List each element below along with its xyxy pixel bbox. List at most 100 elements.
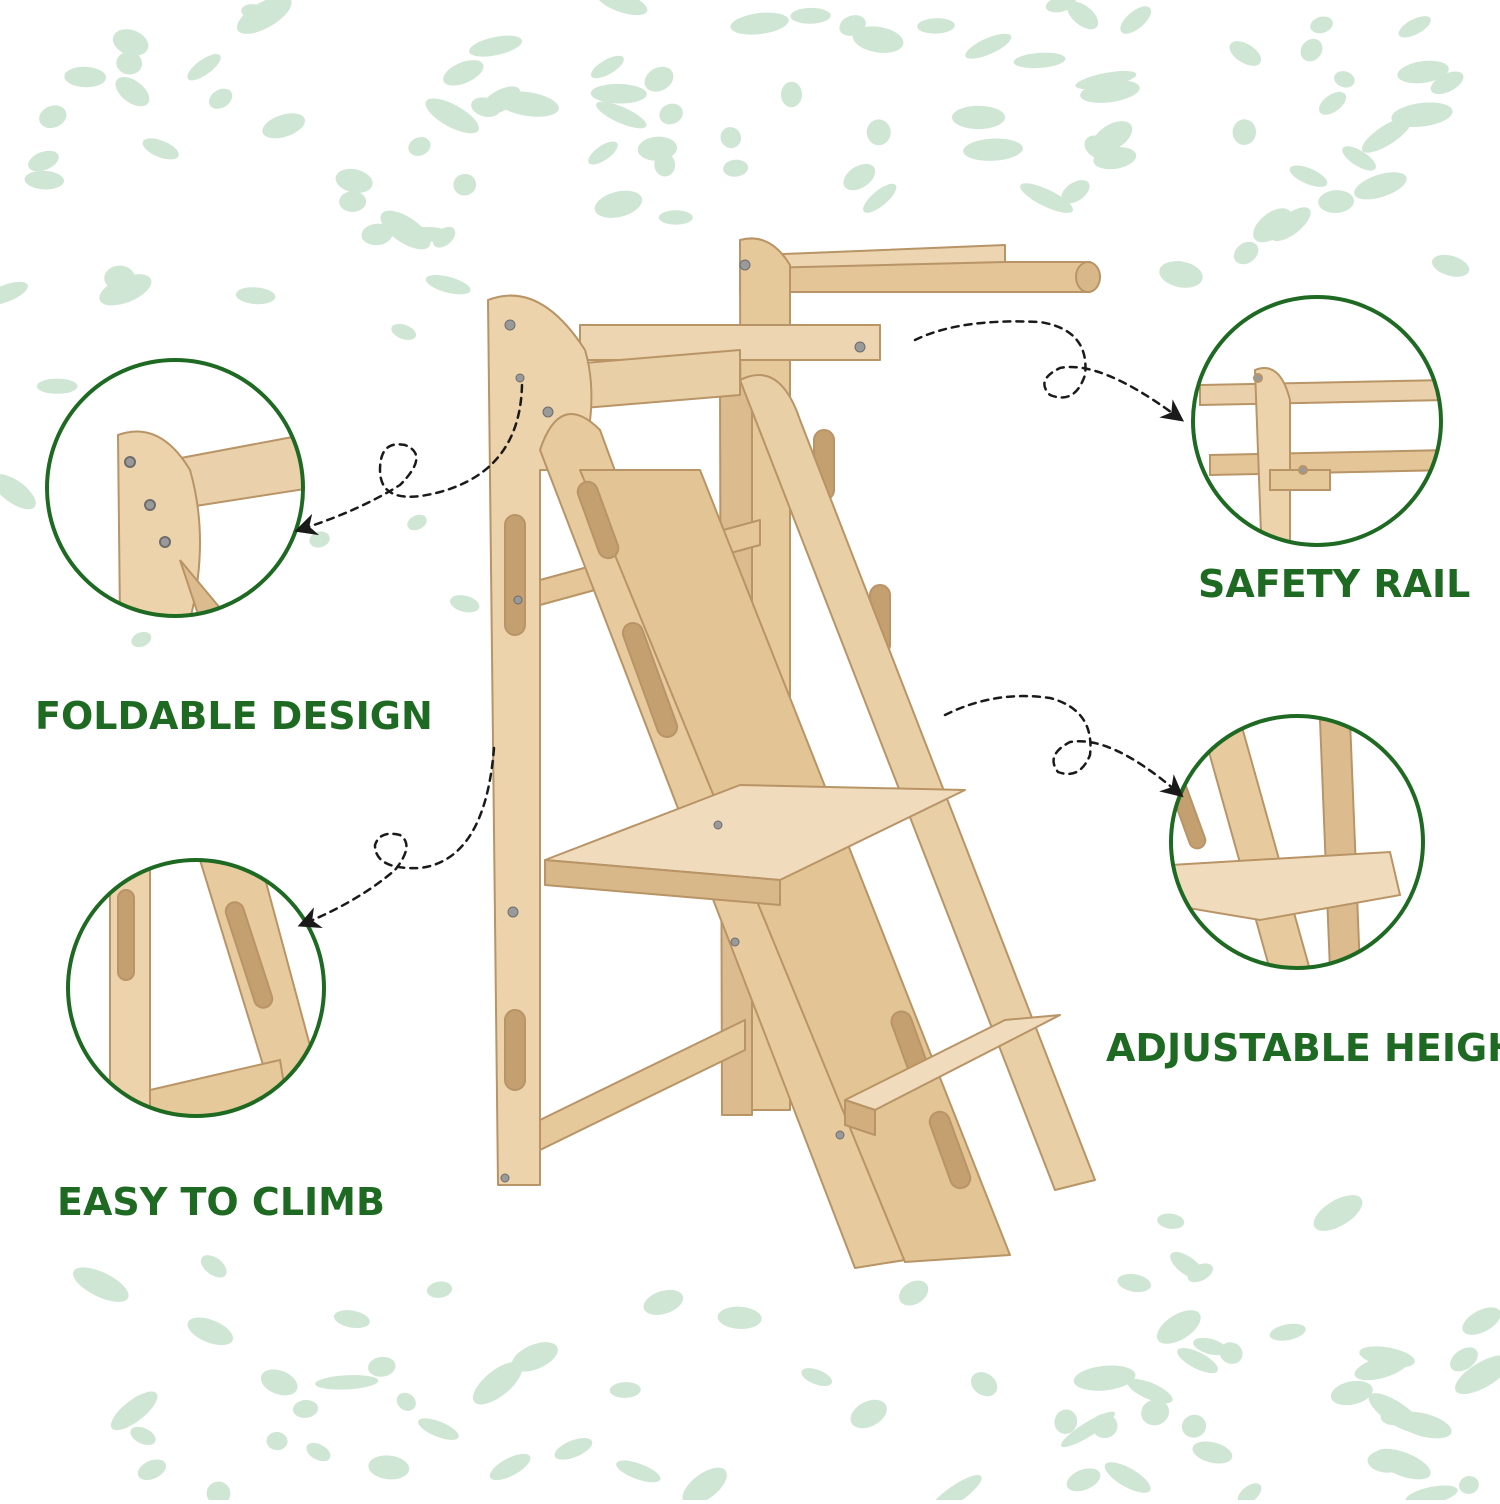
decorative-dot <box>1127 1378 1173 1404</box>
decorative-dot <box>407 514 427 531</box>
decorative-dot <box>1310 16 1333 34</box>
decorative-dot <box>1374 1448 1431 1480</box>
detail-circle-adjust <box>1169 714 1425 970</box>
decorative-dot <box>24 170 64 190</box>
decorative-dot <box>928 1475 982 1504</box>
decorative-dot <box>1170 1252 1205 1280</box>
detail-circle-safety <box>1191 295 1443 547</box>
decorative-dot <box>1104 1462 1151 1493</box>
decorative-dot <box>965 33 1012 59</box>
decorative-dot <box>917 18 955 34</box>
decorative-dot <box>1045 0 1076 13</box>
decorative-dot <box>790 7 831 24</box>
decorative-dot <box>1120 6 1152 34</box>
feature-label-foldable-design: FOLDABLE DESIGN <box>35 694 433 738</box>
decorative-dot <box>99 274 152 306</box>
decorative-dot <box>0 474 36 510</box>
detail-circle-climb <box>66 858 326 1118</box>
decorative-dot <box>335 168 373 193</box>
decorative-dot <box>1432 254 1470 277</box>
decorative-dot <box>453 173 477 196</box>
decorative-dot <box>952 105 1005 130</box>
feature-label-safety-rail: SAFETY RAIL <box>1198 562 1471 606</box>
decorative-dot <box>866 119 891 146</box>
decorative-dot <box>596 101 647 129</box>
decorative-dot <box>963 138 1023 161</box>
decorative-dot <box>425 98 479 134</box>
connector-arrows <box>294 320 1185 928</box>
decorative-dot <box>1330 1380 1373 1406</box>
decorative-dot <box>426 1281 453 1298</box>
decorative-dot <box>1193 1337 1228 1356</box>
decorative-dot <box>187 1317 234 1346</box>
decorative-dot <box>1219 1342 1243 1364</box>
decorative-dot <box>115 76 150 107</box>
decorative-dot <box>730 12 789 35</box>
decorative-dot <box>970 1372 998 1397</box>
decorative-dot <box>594 190 643 218</box>
decorative-dot <box>391 323 417 340</box>
decorative-dot <box>1061 180 1090 204</box>
decorative-dot <box>780 81 803 108</box>
decorative-dot <box>1318 190 1354 214</box>
decorative-dot <box>1405 1485 1458 1504</box>
decorative-dot <box>0 281 28 306</box>
decorative-dot <box>682 1467 727 1504</box>
decorative-dot <box>801 1368 833 1387</box>
decorative-dot <box>64 66 107 88</box>
detail-circle-foldable <box>45 358 305 618</box>
decorative-dot <box>417 1418 459 1440</box>
decorative-dot <box>609 1382 641 1398</box>
decorative-dot <box>1253 208 1292 243</box>
decorative-dot <box>590 83 647 104</box>
decorative-dot <box>1091 1413 1118 1438</box>
decorative-dot <box>496 91 559 117</box>
decorative-dot <box>443 60 484 86</box>
feature-label-adjustable-height: ADJUSTABLE HEIGHT <box>1106 1026 1500 1070</box>
decorative-dot <box>658 210 693 225</box>
decorative-dot <box>1093 147 1137 170</box>
decorative-dot <box>863 183 897 213</box>
decorative-dot <box>588 141 618 165</box>
decorative-dot <box>241 4 265 19</box>
decorative-dot <box>1080 80 1140 103</box>
decorative-dot <box>659 103 683 125</box>
decorative-dot <box>339 191 367 213</box>
decorative-dot <box>1361 117 1412 153</box>
arrow-to-climb <box>297 746 496 928</box>
decorative-dot <box>1459 1476 1479 1494</box>
decorative-dot <box>73 1267 129 1302</box>
decorative-dot <box>1313 1195 1363 1231</box>
decorative-dot <box>1455 1355 1500 1395</box>
decorative-dot <box>137 1459 167 1480</box>
decorative-dot <box>130 1426 156 1445</box>
decorative-dot <box>260 1369 298 1396</box>
decorative-dot <box>142 138 179 160</box>
decorative-dot <box>380 210 431 250</box>
decorative-dot <box>898 1280 929 1306</box>
decorative-dot <box>1397 60 1449 84</box>
feature-label-easy-to-climb: EASY TO CLIMB <box>57 1180 385 1224</box>
decorative-dot <box>1075 70 1137 90</box>
decorative-dot <box>654 153 676 177</box>
decorative-dot <box>1342 146 1376 171</box>
decorative-dot <box>236 0 292 34</box>
decorative-dot <box>333 1310 370 1329</box>
decorative-dot <box>1066 1468 1101 1492</box>
decorative-dot <box>266 1431 288 1451</box>
decorative-dot <box>408 137 431 156</box>
decorative-dot <box>309 531 330 548</box>
decorative-dot <box>554 1437 593 1460</box>
decorative-dot <box>596 0 648 16</box>
decorative-dot <box>720 127 742 149</box>
decorative-dot <box>116 51 143 75</box>
decorative-dot <box>262 113 305 139</box>
decorative-dot <box>425 275 471 295</box>
decorative-dot <box>717 1306 762 1329</box>
decorative-dot <box>1067 1 1099 30</box>
decorative-dot <box>39 105 67 129</box>
decorative-dot <box>1300 38 1323 62</box>
decorative-dot <box>644 66 674 92</box>
decorative-dot <box>200 1255 227 1278</box>
